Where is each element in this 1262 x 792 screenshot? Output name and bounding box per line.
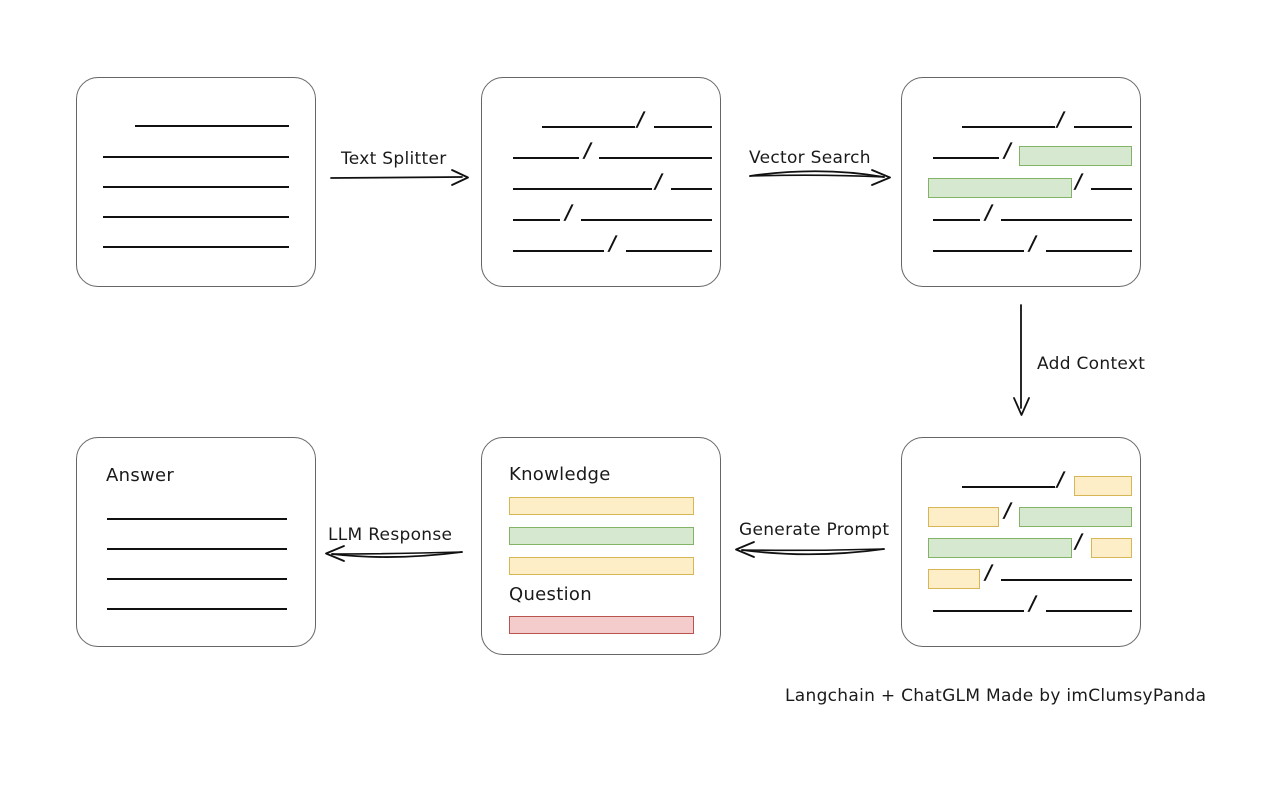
text-splitter-arrow bbox=[330, 169, 469, 186]
context-chunk-yellow[interactable] bbox=[928, 569, 980, 589]
split-separator: / bbox=[1054, 467, 1067, 491]
split-separator: / bbox=[1001, 138, 1014, 162]
document-line bbox=[513, 219, 560, 221]
split-separator: / bbox=[1001, 498, 1014, 522]
document-line bbox=[671, 188, 712, 190]
split-separator: / bbox=[982, 560, 995, 584]
split-separator: / bbox=[982, 200, 995, 224]
document-line bbox=[599, 157, 712, 159]
edge-label-llm-response: LLM Response bbox=[328, 525, 453, 545]
document-line bbox=[933, 219, 980, 221]
split-separator: / bbox=[1072, 169, 1085, 193]
document-line bbox=[654, 126, 712, 128]
answer-line bbox=[107, 578, 287, 580]
document-line bbox=[513, 188, 652, 190]
answer-label: Answer bbox=[106, 465, 175, 486]
knowledge-label: Knowledge bbox=[509, 464, 611, 485]
knowledge-bar-yellow[interactable] bbox=[509, 557, 694, 575]
context-chunk-yellow[interactable] bbox=[1074, 476, 1132, 496]
question-bar-red[interactable] bbox=[509, 616, 694, 634]
prompt-box[interactable]: Knowledge Question bbox=[481, 437, 721, 655]
document-line bbox=[962, 486, 1055, 488]
document-line bbox=[1046, 250, 1132, 252]
document-line bbox=[962, 126, 1055, 128]
split-separator: / bbox=[1054, 107, 1067, 131]
generate-prompt-arrow bbox=[735, 541, 885, 558]
answer-box[interactable]: Answer bbox=[76, 437, 316, 647]
source-document-box[interactable] bbox=[76, 77, 316, 287]
answer-line bbox=[107, 548, 287, 550]
split-document-box[interactable]: / / / / / bbox=[481, 77, 721, 287]
llm-response-arrow bbox=[325, 545, 463, 562]
edge-label-text-splitter: Text Splitter bbox=[341, 149, 447, 169]
question-label: Question bbox=[509, 584, 592, 605]
document-line bbox=[933, 610, 1024, 612]
document-line bbox=[1074, 126, 1132, 128]
document-line bbox=[103, 246, 289, 248]
split-separator: / bbox=[1072, 529, 1085, 553]
document-line bbox=[1001, 579, 1132, 581]
document-line bbox=[542, 126, 635, 128]
document-line bbox=[1091, 188, 1132, 190]
context-document-box[interactable]: / / / / / bbox=[901, 437, 1141, 647]
knowledge-bar-yellow[interactable] bbox=[509, 497, 694, 515]
edge-label-generate-prompt: Generate Prompt bbox=[739, 520, 890, 540]
footer-credit: Langchain + ChatGLM Made by imClumsyPand… bbox=[785, 686, 1207, 706]
document-line bbox=[513, 250, 604, 252]
document-line bbox=[933, 250, 1024, 252]
split-separator: / bbox=[606, 231, 619, 255]
document-line bbox=[1001, 219, 1132, 221]
split-separator: / bbox=[581, 138, 594, 162]
document-line bbox=[933, 157, 999, 159]
document-line bbox=[581, 219, 712, 221]
answer-line bbox=[107, 518, 287, 520]
answer-line bbox=[107, 608, 287, 610]
split-separator: / bbox=[1026, 231, 1039, 255]
edge-label-add-context: Add Context bbox=[1037, 354, 1146, 374]
document-line bbox=[103, 216, 289, 218]
split-separator: / bbox=[652, 169, 665, 193]
document-line bbox=[103, 186, 289, 188]
matched-chunk-green[interactable] bbox=[928, 178, 1072, 198]
context-chunk-yellow[interactable] bbox=[1091, 538, 1132, 558]
context-chunk-green[interactable] bbox=[1019, 507, 1132, 527]
vector-search-arrow bbox=[749, 169, 891, 186]
document-line bbox=[626, 250, 712, 252]
add-context-arrow bbox=[1013, 304, 1030, 416]
split-separator: / bbox=[634, 107, 647, 131]
split-separator: / bbox=[562, 200, 575, 224]
matched-chunk-green[interactable] bbox=[1019, 146, 1132, 166]
knowledge-bar-green[interactable] bbox=[509, 527, 694, 545]
edge-label-vector-search: Vector Search bbox=[749, 148, 871, 168]
document-line bbox=[513, 157, 579, 159]
split-separator: / bbox=[1026, 591, 1039, 615]
document-line bbox=[103, 156, 289, 158]
document-line bbox=[1046, 610, 1132, 612]
context-chunk-green[interactable] bbox=[928, 538, 1072, 558]
context-chunk-yellow[interactable] bbox=[928, 507, 999, 527]
matched-document-box[interactable]: / / / / / bbox=[901, 77, 1141, 287]
document-line bbox=[135, 125, 289, 127]
